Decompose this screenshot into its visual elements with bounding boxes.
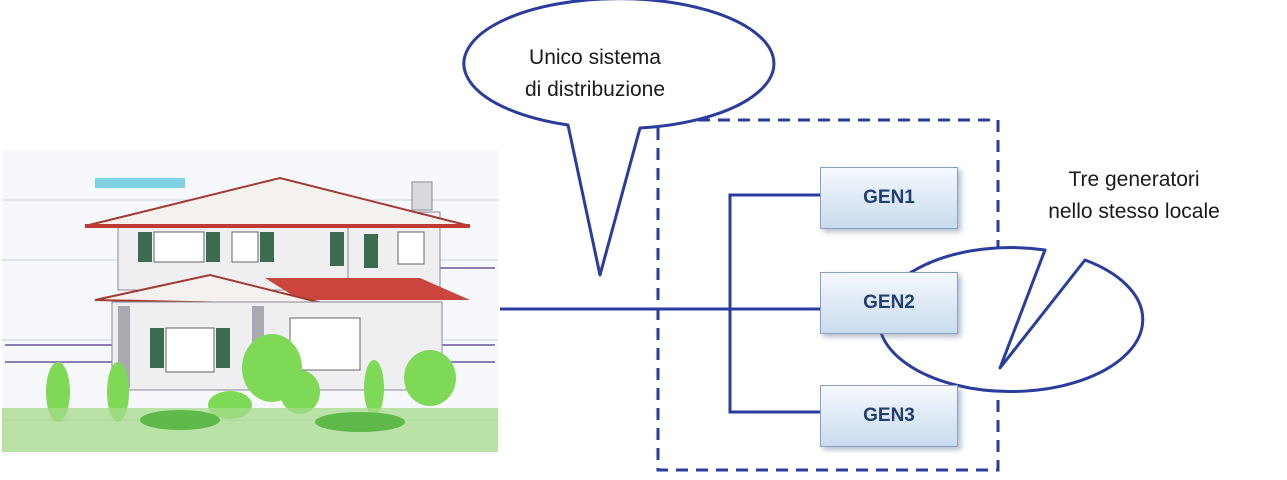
- callout-line: Unico sistema: [529, 46, 661, 69]
- callout-line: Tre generatori: [1068, 168, 1200, 191]
- generator-box-1: GEN1: [820, 167, 958, 229]
- callout-line: di distribuzione: [524, 78, 666, 101]
- callout-bubble-distribution: [462, 0, 776, 277]
- generator-label: GEN3: [863, 405, 915, 426]
- generator-box-2: GEN2: [820, 272, 958, 334]
- callout-line: nello stesso locale: [1048, 200, 1220, 223]
- distribution-lines: [500, 193, 822, 414]
- generator-label: GEN2: [863, 292, 915, 313]
- callout-text-generators: Tre generatori nello stesso locale: [1003, 164, 1265, 228]
- house-illustration: [2, 150, 498, 455]
- generator-box-3: GEN3: [820, 385, 958, 447]
- generator-label: GEN1: [863, 187, 915, 208]
- boiler-room-enclosure: [656, 118, 1000, 472]
- callout-text-distribution: Unico sistema di distribuzione: [470, 42, 720, 106]
